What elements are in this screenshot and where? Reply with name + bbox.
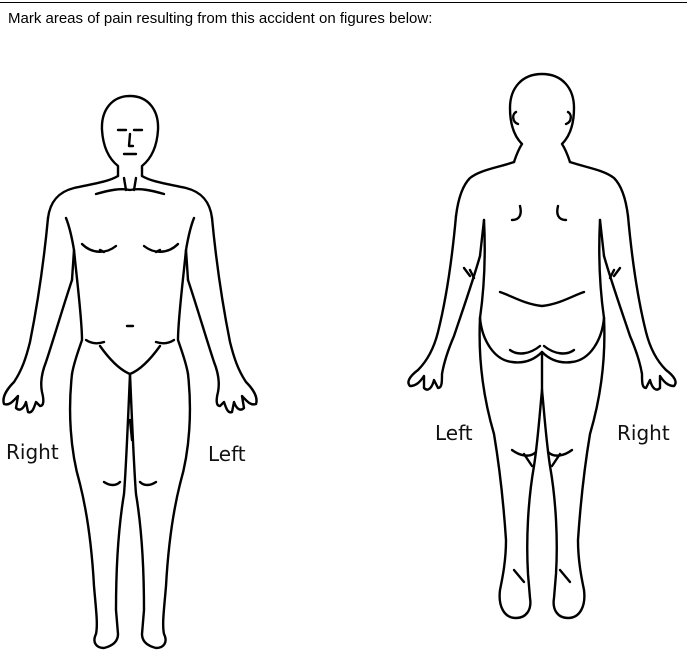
back-right-label: Right: [617, 421, 670, 445]
front-right-label: Right: [6, 440, 59, 464]
back-body-figure[interactable]: [400, 70, 687, 636]
back-left-label: Left: [435, 421, 473, 445]
top-rule: [0, 2, 687, 3]
instruction-text: Mark areas of pain resulting from this a…: [8, 10, 432, 27]
front-left-label: Left: [208, 442, 246, 466]
front-body-figure[interactable]: [0, 90, 270, 656]
